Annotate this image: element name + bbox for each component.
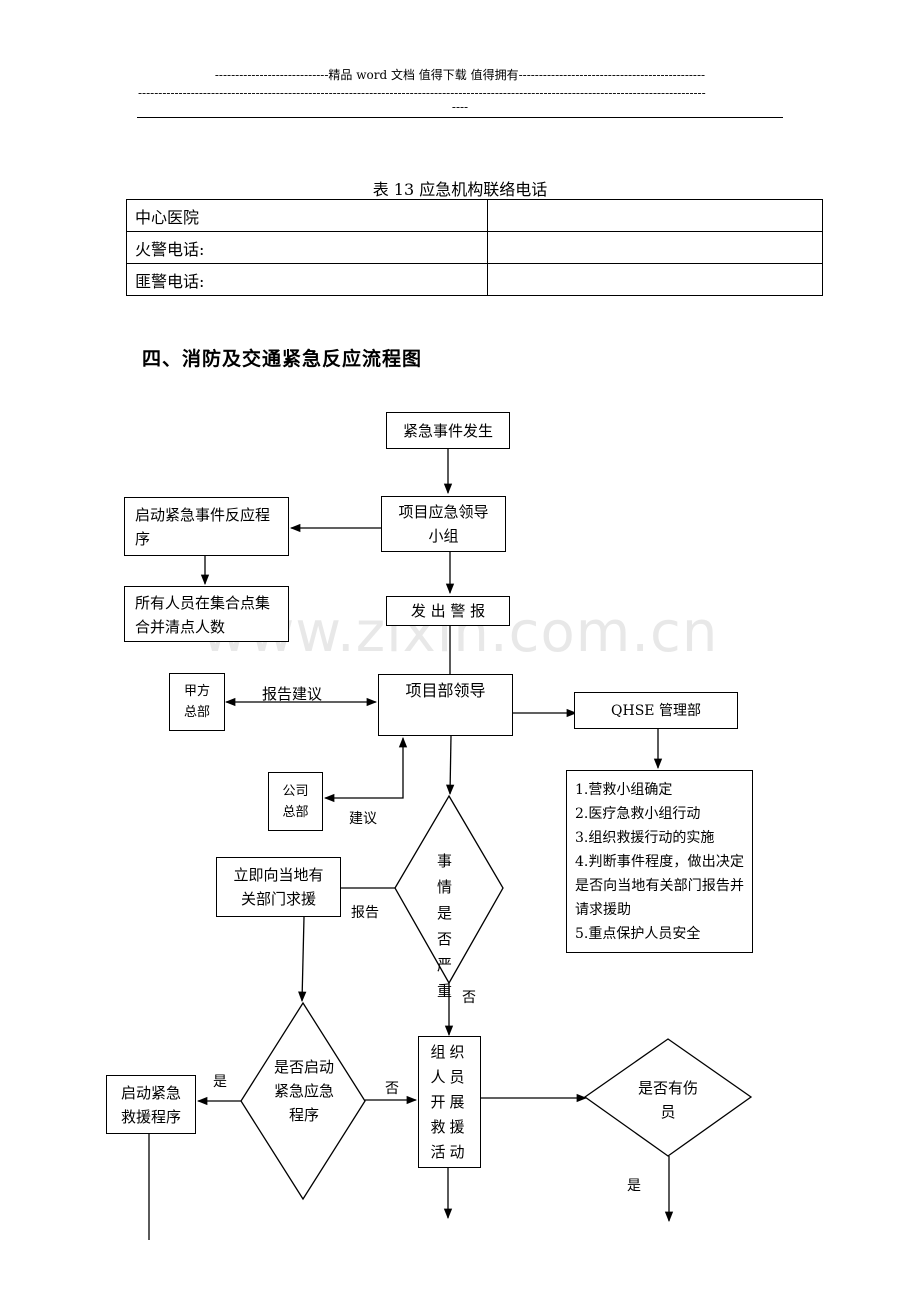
table-cell-value: [487, 263, 823, 296]
arrow-localhelp-down: [298, 916, 307, 1003]
diamond-emergency-text: 是否启动紧急应急程序: [274, 1058, 335, 1124]
header-rule: [137, 117, 783, 118]
box-qhse: QHSE 管理部: [574, 692, 738, 729]
box-party-a-hq: 甲方总部: [169, 673, 225, 731]
diamond-injured-text: 是否有伤员: [638, 1079, 699, 1121]
label-yes-emergency: 是: [213, 1074, 227, 1090]
box-assembly: 所有人员在集合点集合并清点人数: [124, 586, 289, 642]
box-project-leader: 项目部领导: [378, 674, 513, 736]
label-no-serious: 否: [462, 990, 476, 1006]
table-row: 火警电话:: [126, 231, 823, 264]
list-item: 4.判断事件程度，做出决定是否向当地有关部门报告并请求援助: [575, 854, 744, 918]
list-item: 1.营救小组确定: [575, 782, 673, 798]
box-leader-group: 项目应急领导小组: [381, 496, 506, 552]
list-item: 5.重点保护人员安全: [575, 926, 701, 942]
table-row: 匪警电话:: [126, 263, 823, 296]
box-local-help: 立即向当地有关部门求援: [216, 857, 341, 917]
arrow-projectleader-to-serious: [446, 735, 455, 796]
table-cell-label: 匪警电话:: [126, 263, 488, 296]
box-organize-rescue: 组织人员开展救援活动: [418, 1036, 481, 1168]
section-title: 四、消防及交通紧急反应流程图: [142, 348, 423, 370]
label-no-emergency: 否: [385, 1081, 399, 1097]
label-yes-injured: 是: [627, 1178, 641, 1194]
box-alarm: 发 出 警 报: [386, 596, 510, 626]
page-header-line: ----------------------------精品 word 文档 值…: [214, 68, 706, 82]
diamond-serious-text: 事情是否严重: [436, 852, 463, 1000]
arrow-company-suggest: [323, 736, 408, 803]
label-report-suggest: 报告建议: [262, 685, 323, 703]
box-start-procedure: 启动紧急事件反应程序: [124, 497, 289, 556]
label-report: 报告: [351, 905, 379, 921]
box-qhse-tasks: 1.营救小组确定 2.医疗急救小组行动 3.组织救援行动的实施 4.判断事件程度…: [566, 770, 753, 953]
table-caption: 表 13 应急机构联络电话: [372, 180, 548, 199]
diamond-injured: [583, 1038, 753, 1157]
list-item: 2.医疗急救小组行动: [575, 806, 701, 822]
list-item: 3.组织救援行动的实施: [575, 830, 715, 846]
diamond-start-emergency: [240, 1001, 366, 1201]
label-suggest: 建议: [349, 811, 377, 827]
table-cell-value: [487, 231, 823, 264]
box-emergency-event: 紧急事件发生: [386, 412, 510, 449]
box-start-rescue: 启动紧急救援程序: [106, 1075, 196, 1134]
table-cell-label: 中心医院: [126, 199, 488, 232]
contact-table: 中心医院 火警电话: 匪警电话:: [126, 199, 823, 296]
page-header-dashes: ----------------------------------------…: [138, 86, 706, 100]
page-header-dashes-end: ----: [451, 100, 469, 114]
box-company-hq: 公司总部: [268, 772, 323, 831]
